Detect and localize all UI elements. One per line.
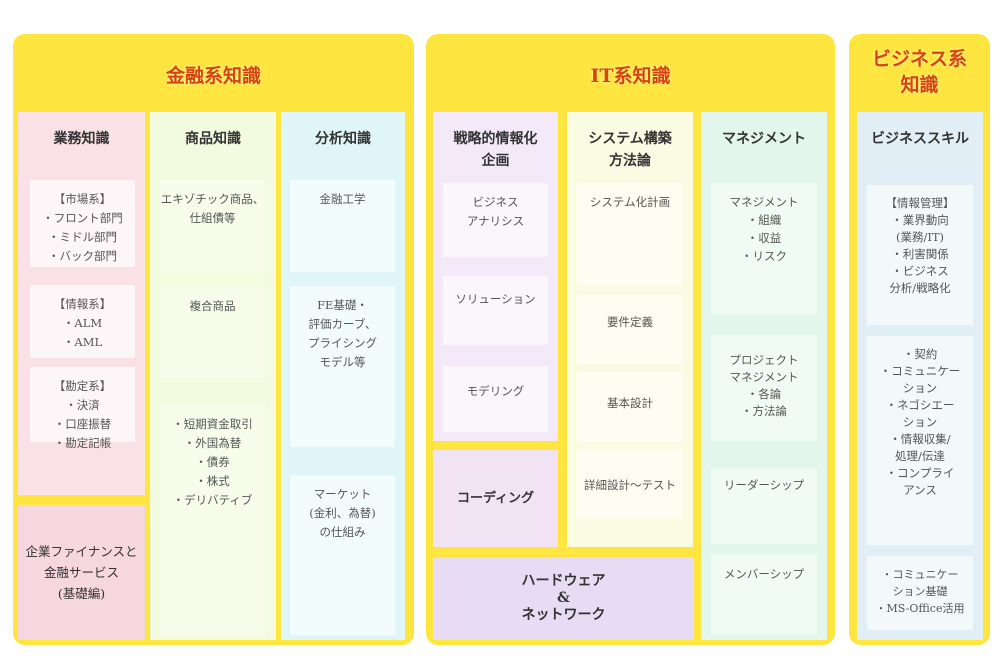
corporate-finance-box: 企業ファイナンスと 金融サービス (基礎編): [18, 505, 145, 640]
column-heading: システム構築 方法論: [588, 131, 672, 169]
knowledge-box: プロジェクト マネジメント ・各論 ・方法論: [711, 335, 817, 441]
it-title: IT系知識: [590, 65, 671, 87]
column-heading: ビジネススキル: [871, 131, 969, 147]
knowledge-box: ビジネス アナリシス: [443, 183, 548, 257]
knowledge-box: ・契約 ・コミュニケー ション ・ネゴシエー ション ・情報収集/ 処理/伝達 …: [867, 336, 973, 545]
column-heading: 分析知識: [315, 131, 371, 147]
knowledge-box: 金融工学: [290, 180, 395, 272]
knowledge-box: ・短期資金取引 ・外国為替 ・債券 ・株式 ・デリバティブ: [160, 405, 265, 635]
knowledge-box: マネジメント ・組織 ・収益 ・リスク: [711, 183, 817, 314]
knowledge-box: 要件定義: [577, 295, 683, 364]
knowledge-box: 【情報系】 ・ALM ・AML: [30, 285, 135, 358]
knowledge-box: 基本設計: [577, 372, 683, 442]
knowledge-box: モデリング: [443, 366, 548, 432]
coding-box: コーディング: [433, 450, 558, 547]
knowledge-box: 【情報管理】 ・業界動向 (業務/IT) ・利害関係 ・ビジネス 分析/戦略化: [867, 185, 973, 325]
knowledge-box: マーケット (金利、為替) の仕組み: [290, 475, 395, 635]
knowledge-box: ・コミュニケー ション基礎 ・MS-Office活用: [867, 556, 973, 630]
hardware-network-box: ハードウェア & ネットワーク: [433, 557, 694, 640]
knowledge-box: システム化計画: [577, 183, 683, 285]
knowledge-box: リーダーシップ: [711, 468, 817, 544]
knowledge-box: 複合商品: [160, 287, 265, 378]
knowledge-box: 詳細設計〜テスト: [577, 450, 683, 518]
column-heading: 商品知識: [185, 131, 241, 147]
column-heading: 戦略的情報化 企画: [453, 131, 538, 169]
knowledge-box: メンバーシップ: [711, 555, 817, 635]
knowledge-box: FE基礎・ 評価カーブ、 プライシング モデル等: [290, 286, 395, 447]
column-heading: 業務知識: [53, 131, 110, 147]
knowledge-box: エキゾチック商品、 仕組債等: [160, 180, 265, 273]
knowledge-box: ソリューション: [443, 276, 548, 345]
finance-title: 金融系知識: [165, 65, 261, 87]
knowledge-box: 【勘定系】 ・決済 ・口座振替 ・勘定記帳: [30, 367, 135, 450]
column-heading: マネジメント: [722, 131, 806, 147]
business-title: ビジネス系 知識: [871, 48, 967, 96]
knowledge-box: 【市場系】 ・フロント部門 ・ミドル部門 ・バック部門: [30, 180, 135, 267]
